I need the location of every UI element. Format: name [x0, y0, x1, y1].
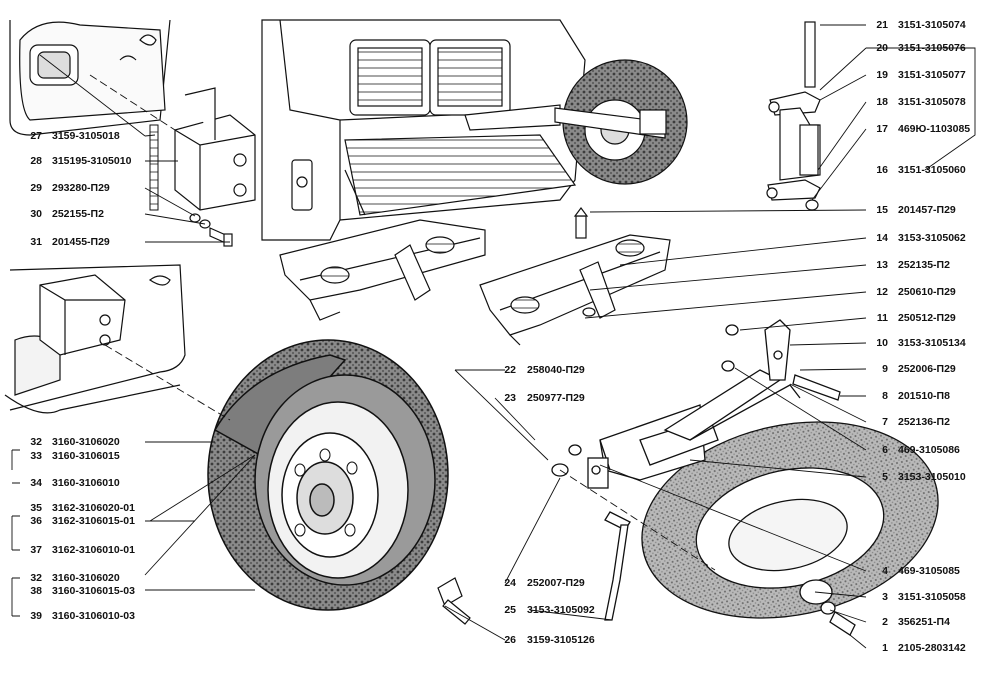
callout-number: 3: [882, 591, 888, 603]
callout-number: 2: [882, 616, 888, 628]
callout-part-code: 3151-3105078: [898, 96, 966, 108]
callout-part-code: 356251-П4: [898, 616, 950, 628]
callout-number: 18: [876, 96, 888, 108]
seal-strip-27: [149, 124, 159, 211]
callout-part-code: 3151-3105077: [898, 69, 966, 81]
callout-part-code: 3160-3106020: [52, 572, 120, 584]
callout-number: 36: [30, 515, 42, 527]
callout-number: 32: [30, 572, 42, 584]
callout-number: 5: [882, 471, 888, 483]
callout-number: 16: [876, 164, 888, 176]
callout-part-code: 3160-3106015: [52, 450, 120, 462]
callout-number: 10: [876, 337, 888, 349]
callout-part-code: 250977-П29: [527, 392, 585, 404]
callout-part-code: 293280-П29: [52, 182, 110, 194]
callout-number: 34: [30, 477, 42, 489]
callout-number: 7: [882, 416, 888, 428]
callout-part-code: 3160-3106010: [52, 477, 120, 489]
cargo-area: [261, 19, 586, 241]
frame-rear-right: [479, 207, 671, 346]
callout-part-code: 3151-3105060: [898, 164, 966, 176]
callout-part-code: 3153-3105092: [527, 604, 595, 616]
callout-number: 28: [30, 155, 42, 167]
rear-door-panel-top: [9, 19, 171, 136]
rear-door-panel-bottom: [4, 264, 186, 414]
callout-number: 8: [882, 390, 888, 402]
callout-number: 30: [30, 208, 42, 220]
callout-number: 32: [30, 436, 42, 448]
door-spare-wheel: [554, 59, 688, 185]
callout-part-code: 252135-П2: [898, 259, 950, 271]
callout-number: 11: [876, 312, 888, 324]
callout-part-code: 3159-3105126: [527, 634, 595, 646]
callout-part-code: 201510-П8: [898, 390, 950, 402]
callout-number: 15: [876, 204, 888, 216]
callout-number: 29: [30, 182, 42, 194]
callout-number: 31: [30, 236, 42, 248]
callout-number: 4: [882, 565, 888, 577]
callout-number: 19: [876, 69, 888, 81]
callout-part-code: 250610-П29: [898, 286, 956, 298]
callout-number: 1: [882, 642, 888, 654]
callout-number: 37: [30, 544, 42, 556]
callout-number: 9: [882, 363, 888, 375]
callout-part-code: 3160-3106010-03: [52, 610, 135, 622]
callout-number: 25: [504, 604, 516, 616]
callout-number: 22: [504, 364, 516, 376]
callout-part-code: 3162-3106015-01: [52, 515, 135, 527]
callout-part-code: 201455-П29: [52, 236, 110, 248]
callout-number: 35: [30, 502, 42, 514]
latch-assembly: [766, 21, 821, 211]
bolt-washer-29-31: [189, 213, 233, 247]
callout-number: 13: [876, 259, 888, 271]
callout-number: 39: [30, 610, 42, 622]
leader-lines: [11, 24, 976, 649]
callout-number: 38: [30, 585, 42, 597]
callout-part-code: 3151-3105058: [898, 591, 966, 603]
callout-part-code: 3151-3105074: [898, 19, 966, 31]
callout-part-code: 3162-3106020-01: [52, 502, 135, 514]
spare-wheel-large: [207, 339, 449, 611]
callout-part-code: 252136-П2: [898, 416, 950, 428]
callout-part-code: 3153-3105134: [898, 337, 966, 349]
callout-number: 23: [504, 392, 516, 404]
callout-part-code: 3151-3105076: [898, 42, 966, 54]
callout-number: 17: [876, 123, 888, 135]
callout-number: 12: [876, 286, 888, 298]
callout-part-code: 201457-П29: [898, 204, 956, 216]
callout-part-code: 3153-3105010: [898, 471, 966, 483]
callout-number: 26: [504, 634, 516, 646]
callout-part-code: 252155-П2: [52, 208, 104, 220]
callout-number: 6: [882, 444, 888, 456]
callout-part-code: 2105-2803142: [898, 642, 966, 654]
callout-number: 27: [30, 130, 42, 142]
callout-part-code: 3159-3105018: [52, 130, 120, 142]
callout-part-code: 469-3105086: [898, 444, 960, 456]
callout-part-code: 3162-3106010-01: [52, 544, 135, 556]
callout-part-code: 315195-3105010: [52, 155, 132, 167]
callout-part-code: 3160-3106020: [52, 436, 120, 448]
callout-part-code: 252006-П29: [898, 363, 956, 375]
callout-number: 24: [504, 577, 516, 589]
callout-part-code: 250512-П29: [898, 312, 956, 324]
callout-number: 21: [876, 19, 888, 31]
callout-part-code: 469Ю-1103085: [898, 123, 971, 135]
callout-part-code: 3153-3105062: [898, 232, 966, 244]
callout-part-code: 469-3105085: [898, 565, 960, 577]
callout-number: 33: [30, 450, 42, 462]
callout-part-code: 252007-П29: [527, 577, 585, 589]
callout-part-code: 258040-П29: [527, 364, 585, 376]
bracket-28: [174, 87, 256, 211]
callout-number: 14: [876, 232, 888, 244]
frame-rear-left: [279, 219, 486, 321]
callout-number: 20: [876, 42, 888, 54]
callout-part-code: 3160-3106015-03: [52, 585, 135, 597]
carrier-arm: [551, 319, 856, 636]
spare-wheel-right: [641, 421, 939, 619]
